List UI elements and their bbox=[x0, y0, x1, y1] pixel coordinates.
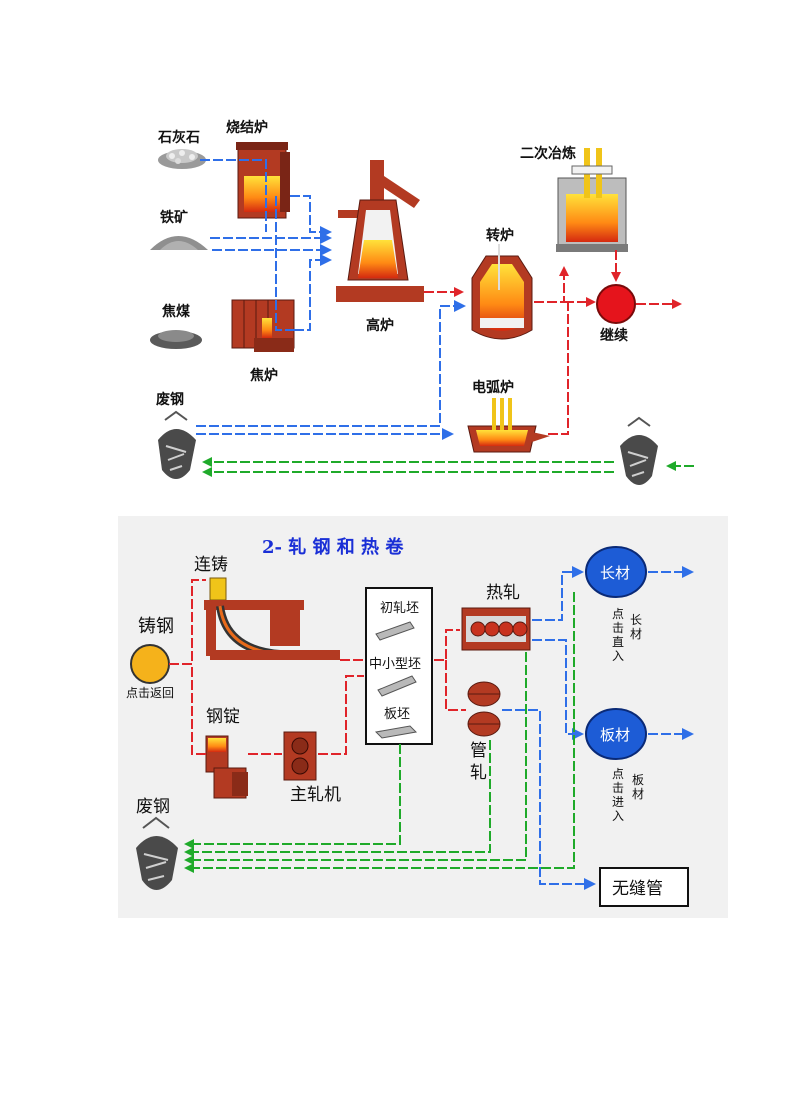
main-mill-label: 主轧机 bbox=[290, 785, 341, 805]
svg-text:板: 板 bbox=[632, 773, 644, 787]
seamless-pipe-box bbox=[599, 867, 689, 907]
scrap-grab-2-icon bbox=[136, 816, 178, 890]
sinter-furnace-icon bbox=[236, 142, 290, 219]
blast-furnace-icon bbox=[336, 160, 424, 302]
ingot-label: 钢锭 bbox=[206, 707, 240, 727]
bloom-shape bbox=[375, 621, 415, 641]
pipe-rolling-label-1: 管 bbox=[470, 741, 487, 761]
svg-text:入: 入 bbox=[612, 809, 624, 823]
svg-text:直: 直 bbox=[612, 635, 624, 649]
secondary-refining-icon bbox=[556, 148, 628, 252]
electric-arc-furnace-icon bbox=[467, 398, 550, 453]
svg-text:入: 入 bbox=[612, 649, 624, 663]
cast-steel-label: 铸钢 bbox=[138, 616, 174, 637]
svg-text:击: 击 bbox=[612, 781, 624, 795]
return-button[interactable] bbox=[130, 644, 170, 684]
pipe-rolling-mill-icon bbox=[467, 681, 501, 737]
blast-furnace-label: 高炉 bbox=[366, 317, 394, 334]
slab-label: 板坯 bbox=[384, 707, 410, 722]
plate-link[interactable]: 点 击 进 入 板 材 bbox=[612, 767, 644, 823]
svg-text:材: 材 bbox=[632, 787, 644, 801]
semi-finished-box bbox=[365, 587, 433, 745]
sinter-furnace-label: 烧结炉 bbox=[226, 119, 268, 136]
hot-rolling-mill-icon bbox=[461, 607, 531, 651]
long-products-link[interactable]: 点 击 直 入 长 材 bbox=[612, 607, 642, 663]
bloom-label: 初轧坯 bbox=[380, 601, 419, 616]
scrap-steel-label: 废钢 bbox=[156, 391, 184, 408]
iron-ore-label: 铁矿 bbox=[160, 209, 188, 226]
main-mill-icon bbox=[283, 731, 317, 781]
rolling-blue-flows bbox=[502, 566, 694, 890]
long-products-label[interactable]: 长材 bbox=[600, 564, 630, 582]
plate-label[interactable]: 板材 bbox=[600, 726, 630, 744]
coke-oven-icon bbox=[231, 299, 295, 352]
pipe-rolling-label-2: 轧 bbox=[470, 763, 487, 783]
scrap-steel-label-2: 废钢 bbox=[136, 797, 170, 817]
svg-text:材: 材 bbox=[630, 627, 642, 641]
ingot-icon bbox=[205, 735, 248, 799]
coking-coal-pile-icon bbox=[150, 330, 202, 349]
rolling-green-flows bbox=[184, 592, 575, 873]
iron-ore-pile-icon bbox=[150, 236, 208, 250]
continuous-casting-node bbox=[596, 284, 636, 324]
continuous-caster-icon bbox=[204, 577, 340, 660]
coke-oven-label: 焦炉 bbox=[249, 367, 278, 384]
converter-label: 转炉 bbox=[486, 227, 514, 244]
limestone-label: 石灰石 bbox=[157, 129, 200, 146]
rolling-title: 2- 轧 钢 和 热 卷 bbox=[262, 536, 404, 558]
coking-coal-label: 焦煤 bbox=[161, 303, 191, 320]
svg-text:长: 长 bbox=[630, 613, 642, 627]
svg-text:进: 进 bbox=[612, 795, 624, 809]
scrap-grab-icon bbox=[158, 410, 196, 479]
return-button-label[interactable]: 点击返回 bbox=[126, 686, 174, 700]
blue-flows bbox=[196, 159, 466, 440]
scrap-grab-right-icon bbox=[620, 416, 658, 485]
converter-icon bbox=[471, 244, 533, 340]
rolling-red-flows bbox=[169, 579, 466, 755]
continuous-casting-label: 继续 bbox=[600, 327, 628, 344]
billet-shape bbox=[377, 675, 417, 697]
continuous-casting-label-2: 连铸 bbox=[194, 555, 228, 575]
svg-text:击: 击 bbox=[612, 621, 624, 635]
long-products-button[interactable] bbox=[585, 546, 647, 598]
svg-text:点: 点 bbox=[612, 607, 624, 621]
hot-rolling-label: 热轧 bbox=[486, 583, 520, 603]
small-billet-label: 中小型坯 bbox=[369, 657, 421, 672]
svg-text:点: 点 bbox=[612, 767, 624, 781]
red-flows bbox=[424, 250, 682, 435]
section-ironmaking: 石灰石 铁矿 焦煤 烧结炉 焦炉 bbox=[150, 119, 694, 485]
section-rolling: 2- 轧 钢 和 热 卷 连铸 铸钢 点击返回 钢锭 bbox=[118, 516, 728, 918]
secondary-refining-label: 二次冶炼 bbox=[520, 145, 576, 162]
plate-button[interactable] bbox=[585, 708, 647, 760]
electric-arc-furnace-label: 电弧炉 bbox=[472, 379, 514, 396]
limestone-pile-icon bbox=[158, 149, 206, 169]
green-flows bbox=[202, 457, 694, 477]
seamless-pipe-label: 无缝管 bbox=[612, 879, 663, 899]
slab-shape bbox=[374, 725, 418, 739]
